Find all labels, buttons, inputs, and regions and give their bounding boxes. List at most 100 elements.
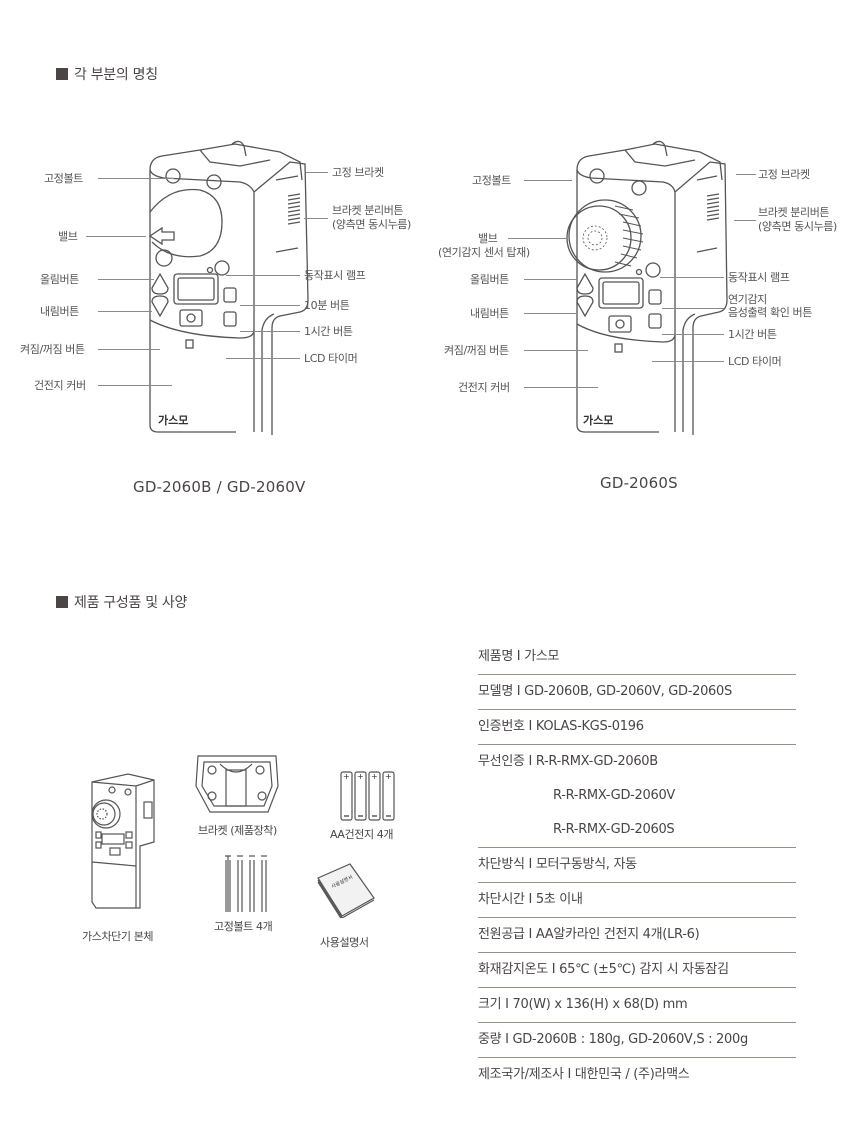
leader-line — [86, 236, 146, 237]
leader-line — [98, 178, 174, 179]
leader-line — [240, 331, 300, 332]
spec-value: 차단시간 I 5초 이내 — [478, 892, 583, 907]
gas-valve-device-icon — [91, 773, 155, 909]
leader-line — [524, 180, 572, 181]
spec-value: 무선인증 I R-R-RMX-GD-2060B — [478, 754, 658, 769]
callout-smoke-voice-button-line2: 음성출력 확인 버튼 — [728, 306, 812, 319]
bracket-icon — [195, 755, 279, 813]
leader-line — [98, 311, 152, 312]
callout-lcd-timer: LCD 타이머 — [304, 352, 358, 365]
leader-line — [98, 349, 160, 350]
spec-row-size: 크기 I 70(W) x 136(H) x 68(D) mm — [478, 988, 796, 1023]
spec-row-model: 모델명 I GD-2060B, GD-2060V, GD-2060S — [478, 675, 796, 710]
spec-row-shutoff-method: 차단방식 I 모터구동방식, 자동 — [478, 848, 796, 883]
spec-row-power: 전원공급 I AA알카라인 건전지 4개(LR-6) — [478, 918, 796, 953]
leader-line — [240, 305, 300, 306]
section-title-parts: 각 부분의 명칭 — [56, 64, 158, 84]
spec-value: 중량 I GD-2060B : 180g, GD-2060V,S : 200g — [478, 1032, 748, 1047]
svg-text:가스모: 가스모 — [583, 413, 613, 427]
component-label-batteries: AA건전지 4개 — [330, 828, 394, 841]
callout-down-button: 내림버튼 — [40, 305, 79, 318]
leader-line — [524, 387, 598, 388]
spec-value: 제조국가/제조사 I 대한민국 / (주)라맥스 — [478, 1067, 690, 1082]
callout-valve: 밸브 — [58, 230, 78, 243]
callout-battery-cover: 건전지 커버 — [458, 381, 510, 394]
manual-icon: 사용설명서 — [317, 863, 375, 918]
spec-row-cert-number: 인증번호 I KOLAS-KGS-0196 — [478, 710, 796, 745]
spec-row-wireless-cert: 무선인증 I R-R-RMX-GD-2060B R-R-RMX-GD-2060V… — [478, 745, 796, 848]
gas-valve-device-s-illustration: 가스모 — [566, 140, 728, 435]
square-bullet-icon — [56, 596, 68, 608]
leader-line — [734, 220, 756, 221]
leader-line — [524, 313, 576, 314]
spec-value: 크기 I 70(W) x 136(H) x 68(D) mm — [478, 997, 688, 1012]
component-label-bracket: 브라켓 (제품장착) — [198, 824, 277, 837]
svg-text:+: + — [371, 772, 378, 781]
callout-power-button: 켜짐/꺼짐 버튼 — [444, 344, 509, 357]
leader-line — [736, 174, 756, 175]
component-label-bolts: 고정볼트 4개 — [214, 920, 273, 933]
callout-battery-cover: 건전지 커버 — [34, 379, 86, 392]
callout-status-lamp: 동작표시 램프 — [304, 269, 366, 282]
gas-valve-device-b-illustration: 가스모 — [148, 140, 309, 435]
callout-status-lamp: 동작표시 램프 — [728, 271, 790, 284]
spec-value: R-R-RMX-GD-2060S — [553, 822, 675, 837]
leader-line — [662, 308, 724, 309]
leader-line — [98, 385, 172, 386]
callout-10min-button: 10분 버튼 — [304, 299, 350, 312]
callout-smoke-voice-button: 연기감지 — [728, 293, 767, 306]
spec-value: 제품명 I 가스모 — [478, 649, 560, 664]
svg-text:+: + — [357, 772, 364, 781]
callout-bracket-release: 브라켓 분리버튼 — [758, 206, 830, 219]
component-label-manual: 사용설명서 — [320, 936, 369, 949]
callout-bracket-release-note: (양측면 동시누름) — [332, 218, 411, 231]
section-title-text: 각 부분의 명칭 — [74, 67, 158, 83]
spec-value: 모델명 I GD-2060B, GD-2060V, GD-2060S — [478, 684, 732, 699]
svg-text:+: + — [385, 772, 392, 781]
spec-row-fire-temp: 화재감지온도 I 65℃ (±5℃) 감지 시 자동잠김 — [478, 953, 796, 988]
callout-fixing-bracket: 고정 브라켓 — [758, 168, 810, 181]
leader-line — [98, 279, 154, 280]
spec-row-product-name: 제품명 I 가스모 — [478, 640, 796, 675]
section-title-text: 제품 구성품 및 사양 — [74, 595, 188, 611]
leader-line — [660, 277, 724, 278]
callout-lcd-timer: LCD 타이머 — [728, 355, 782, 368]
leader-line — [226, 358, 300, 359]
leader-line — [304, 218, 328, 219]
spec-value: 인증번호 I KOLAS-KGS-0196 — [478, 719, 644, 734]
spec-row-manufacturer: 제조국가/제조사 I 대한민국 / (주)라맥스 — [478, 1058, 796, 1092]
spec-value: 화재감지온도 I 65℃ (±5℃) 감지 시 자동잠김 — [478, 962, 729, 977]
callout-valve: 밸브 — [478, 232, 498, 245]
square-bullet-icon — [56, 68, 68, 80]
callout-power-button: 켜짐/꺼짐 버튼 — [20, 343, 85, 356]
leader-line — [524, 350, 588, 351]
leader-line — [508, 238, 568, 239]
leader-line — [306, 172, 328, 173]
bolts-icon — [225, 855, 267, 912]
aa-batteries-icon: + + + + — [340, 771, 395, 821]
callout-bracket-release: 브라켓 분리버튼 — [332, 204, 404, 217]
callout-up-button: 올림버튼 — [40, 273, 79, 286]
component-label-device: 가스차단기 본체 — [82, 930, 154, 943]
callout-bracket-release-note: (양측면 동시누름) — [758, 220, 837, 233]
spec-value: R-R-RMX-GD-2060V — [553, 788, 676, 803]
callout-fixing-bracket: 고정 브라켓 — [332, 166, 384, 179]
callout-down-button: 내림버튼 — [470, 307, 509, 320]
callout-fixing-bolt: 고정볼트 — [472, 174, 511, 187]
model-label-s: GD-2060S — [600, 474, 678, 492]
leader-line — [226, 275, 300, 276]
model-label-b-v: GD-2060B / GD-2060V — [133, 478, 306, 496]
spec-value: 전원공급 I AA알카라인 건전지 4개(LR-6) — [478, 927, 700, 942]
callout-fixing-bolt: 고정볼트 — [44, 172, 83, 185]
spec-row-shutoff-time: 차단시간 I 5초 이내 — [478, 883, 796, 918]
leader-line — [652, 361, 724, 362]
spec-table: 제품명 I 가스모 모델명 I GD-2060B, GD-2060V, GD-2… — [478, 640, 796, 1092]
svg-text:+: + — [343, 772, 350, 781]
callout-1hour-button: 1시간 버튼 — [728, 328, 777, 341]
callout-valve-note: (연기감지 센서 탑재) — [438, 246, 530, 259]
callout-up-button: 올림버튼 — [470, 273, 509, 286]
leader-line — [662, 334, 724, 335]
leader-line — [524, 279, 578, 280]
spec-row-weight: 중량 I GD-2060B : 180g, GD-2060V,S : 200g — [478, 1023, 796, 1058]
svg-text:가스모: 가스모 — [158, 413, 188, 427]
